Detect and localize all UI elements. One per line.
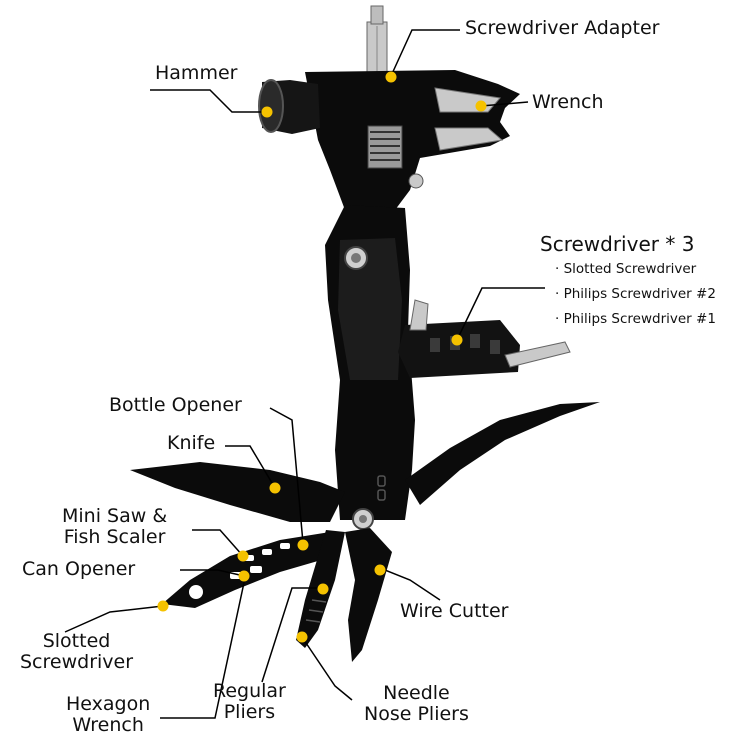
label-regular-line1: Regular (213, 680, 286, 702)
label-mini-saw-line2: Fish Scaler (63, 526, 166, 548)
dot-regular-pliers (317, 583, 329, 595)
label-screwdriver-item: · Philips Screwdriver #2 (555, 286, 716, 302)
leader-lines (64, 29, 545, 719)
label-wrench: Wrench (532, 91, 604, 113)
leader-needle-nose (301, 636, 353, 701)
label-regular-line2: Pliers (223, 701, 276, 723)
dot-knife (269, 482, 281, 494)
leader-knife (225, 445, 276, 489)
knife-blade (130, 462, 345, 522)
leader-mini-saw (192, 529, 244, 557)
dot-mini-saw (237, 550, 249, 562)
label-needle-nose-pliers: Needle Nose Pliers (364, 683, 469, 725)
dot-screwdriver-set (451, 334, 463, 346)
leader-screwdriver-set (456, 287, 545, 341)
dot-bottle-opener (297, 539, 309, 551)
label-screwdriver-item: · Philips Screwdriver #1 (555, 311, 716, 327)
screwdriver-adapter-bit (366, 5, 388, 75)
label-hammer: Hammer (155, 62, 238, 84)
marker-dots (157, 71, 487, 643)
label-bottle-opener: Bottle Opener (109, 394, 242, 416)
label-regular-pliers: Regular Pliers (213, 681, 286, 723)
label-needle-line2: Nose Pliers (364, 703, 469, 725)
dot-hammer (261, 106, 273, 118)
label-screwdriver-item: · Slotted Screwdriver (555, 261, 697, 277)
leader-can-opener (180, 569, 245, 577)
dot-slotted-screwdriver (157, 600, 169, 612)
leader-hexagon-wrench (160, 577, 246, 719)
label-can-opener: Can Opener (22, 558, 136, 580)
label-mini-saw: Mini Saw & Fish Scaler (62, 506, 167, 548)
lever-blade (405, 402, 600, 505)
label-wire-cutter: Wire Cutter (400, 600, 509, 622)
leader-screwdriver-adapter (390, 29, 460, 77)
label-hexagon-line2: Wrench (72, 714, 144, 736)
label-slotted-line2: Screwdriver (20, 651, 134, 673)
leader-slotted-screwdriver (64, 605, 164, 633)
leader-wrench (480, 101, 529, 107)
dot-wire-cutter (374, 564, 386, 576)
dot-can-opener (238, 570, 250, 582)
label-knife: Knife (167, 432, 216, 454)
label-screwdriver-set-title: Screwdriver * 3 (540, 232, 695, 256)
label-slotted-line1: Slotted (42, 630, 111, 652)
dot-screwdriver-adapter (385, 71, 397, 83)
hammer-head (258, 79, 320, 134)
label-hexagon-wrench: Hexagon Wrench (66, 694, 150, 736)
leader-hammer (150, 89, 267, 113)
leader-wire-cutter (379, 567, 441, 601)
label-hexagon-line1: Hexagon (66, 693, 151, 715)
dot-wrench (475, 100, 487, 112)
label-needle-line1: Needle (383, 682, 450, 704)
multitool-illustration (130, 5, 600, 662)
label-mini-saw-line1: Mini Saw & (62, 505, 168, 527)
label-slotted-screwdriver: Slotted Screwdriver (20, 631, 133, 673)
screwdriver-module (398, 299, 571, 378)
leader-bottle-opener (269, 407, 304, 544)
leader-regular-pliers (261, 587, 323, 683)
dot-needle-nose (296, 631, 308, 643)
label-screwdriver-adapter: Screwdriver Adapter (465, 17, 660, 39)
